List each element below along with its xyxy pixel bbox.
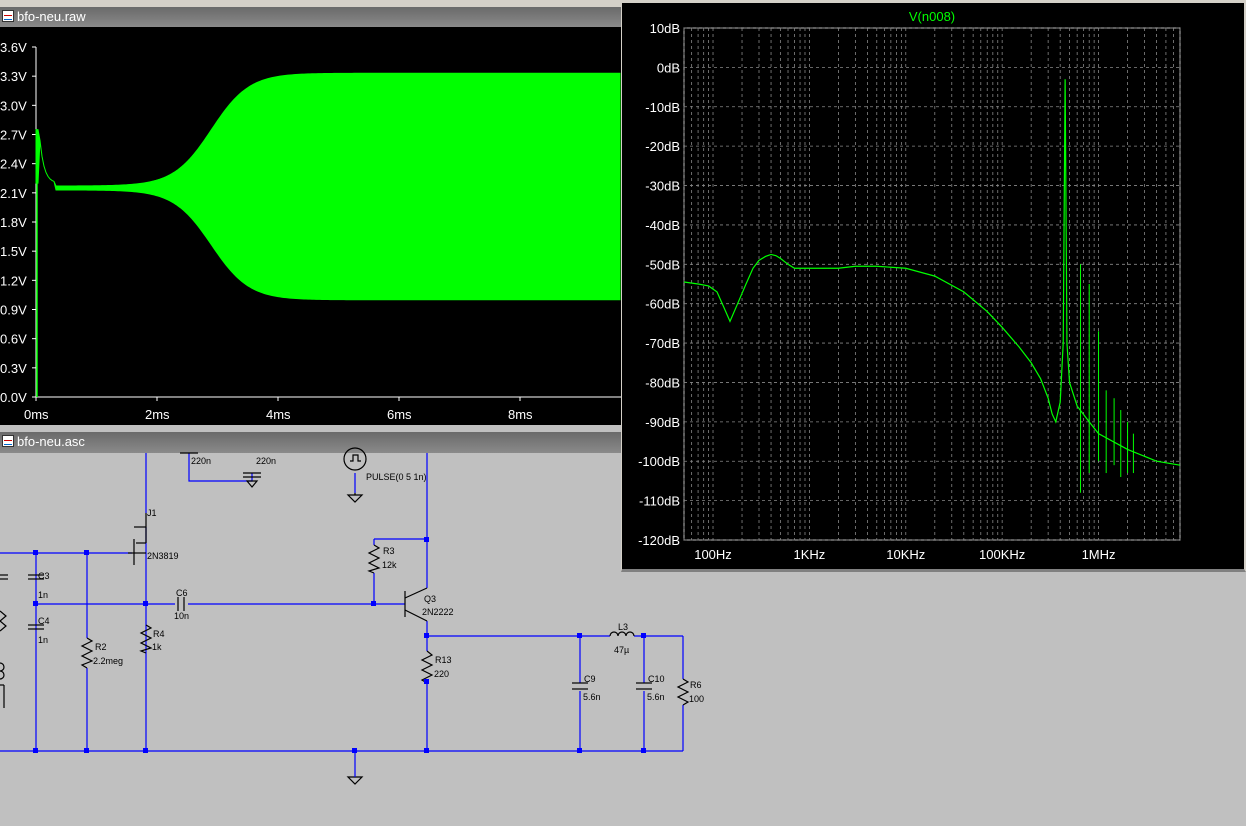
- tran-y-tick: 0.6V: [0, 332, 27, 347]
- schematic-app-icon: [2, 435, 14, 447]
- schematic-junctions: [33, 537, 646, 753]
- ac-y-tick: -10dB: [645, 100, 680, 115]
- ac-x-tick: 1KHz: [793, 547, 825, 562]
- ac-analysis-window[interactable]: V(n008) 10dB 0dB -10dB -20dB -30dB -40dB -50dB -…: [621, 2, 1246, 572]
- ac-y-tick: -100dB: [638, 454, 680, 469]
- c3-value: 1n: [38, 590, 48, 600]
- c4-name: C4: [38, 616, 50, 626]
- c6-value: 10n: [174, 611, 189, 621]
- r4-name: R4: [153, 629, 165, 639]
- j1-model: 2N3819: [147, 551, 179, 561]
- schematic-window-title: bfo-neu.asc: [17, 434, 85, 449]
- ac-series-line: [683, 79, 1181, 466]
- tran-y-tick: 1.2V: [0, 273, 27, 288]
- c4-value: 1n: [38, 635, 48, 645]
- schematic-window[interactable]: bfo-neu.asc: [0, 432, 623, 826]
- ac-y-tick: -40dB: [645, 218, 680, 233]
- c9-name: C9: [584, 674, 596, 684]
- c9-value: 5.6n: [583, 692, 601, 702]
- r6-name: R6: [690, 680, 702, 690]
- schematic-components: [0, 447, 690, 785]
- r13-name: R13: [435, 655, 452, 665]
- r2-value: 2.2meg: [93, 656, 123, 666]
- tran-x-tick: 0ms: [24, 407, 49, 422]
- tran-y-tick: 0.9V: [0, 303, 27, 318]
- cap-label-top2: 220n: [256, 456, 276, 466]
- c10-value: 5.6n: [647, 692, 665, 702]
- ac-y-tick: -60dB: [645, 297, 680, 312]
- ac-grid: [683, 27, 1181, 541]
- raw-waveform-window[interactable]: bfo-neu.raw 3.6V 3.3V 3.0V 2.7V 2.4V 2.1V 1.8V…: [0, 7, 623, 427]
- raw-window-title: bfo-neu.raw: [17, 9, 86, 24]
- tran-y-tick: 2.7V: [0, 128, 27, 143]
- ac-y-tick: -120dB: [638, 533, 680, 548]
- r4-value: 1k: [152, 642, 162, 652]
- r2-name: R2: [95, 642, 107, 652]
- ac-y-tick: -50dB: [645, 257, 680, 272]
- q3-model: 2N2222: [422, 607, 454, 617]
- tran-y-tick: 3.0V: [0, 98, 27, 113]
- q3-name: Q3: [424, 594, 436, 604]
- ac-plot-frame: [683, 27, 1181, 541]
- l3-value: 47µ: [614, 645, 629, 655]
- tran-x-tick: 2ms: [145, 407, 170, 422]
- tran-y-tick: 3.6V: [0, 40, 27, 55]
- r6-value: 100: [689, 694, 704, 704]
- tran-y-tick: 1.5V: [0, 244, 27, 259]
- c10-name: C10: [648, 674, 665, 684]
- ac-y-tick: -30dB: [645, 179, 680, 194]
- schematic-window-titlebar[interactable]: bfo-neu.asc: [0, 432, 623, 453]
- ac-x-tick: 100Hz: [694, 547, 732, 562]
- ac-y-tick: 10dB: [650, 21, 680, 36]
- r3-value: 12k: [382, 560, 397, 570]
- ac-x-tick: 10KHz: [886, 547, 925, 562]
- tran-y-tick: 3.3V: [0, 69, 27, 84]
- ac-y-tick: -80dB: [645, 375, 680, 390]
- waveform-app-icon: [2, 10, 14, 22]
- cap-label-top1: 220n: [191, 456, 211, 466]
- ac-plot: V(n008) 10dB 0dB -10dB -20dB -30dB -40dB -50dB -…: [638, 9, 1181, 562]
- tran-y-tick: 1.8V: [0, 215, 27, 230]
- transient-plot-area[interactable]: 3.6V 3.3V 3.0V 2.7V 2.4V 2.1V 1.8V 1.5V 1.2V 0.9V…: [0, 27, 621, 425]
- ac-y-tick: -20dB: [645, 139, 680, 154]
- schematic-wires: [0, 453, 684, 771]
- r13-value: 220: [434, 669, 449, 679]
- tran-x-tick: 8ms: [508, 407, 533, 422]
- ac-y-tick: -110dB: [639, 494, 680, 509]
- tran-y-tick: 2.4V: [0, 157, 27, 172]
- schematic-canvas[interactable]: 220n 220n PULSE(0 5 1n) J1 2N3819 C3 1n …: [0, 447, 704, 825]
- schematic-labels: 220n 220n PULSE(0 5 1n) J1 2N3819 C3 1n …: [38, 456, 704, 704]
- c3-name: C3: [38, 571, 50, 581]
- ac-y-tick: -70dB: [645, 336, 680, 351]
- pulse-source-label: PULSE(0 5 1n): [366, 472, 427, 482]
- r3-name: R3: [383, 546, 395, 556]
- raw-window-titlebar[interactable]: bfo-neu.raw: [0, 7, 623, 27]
- ac-y-tick: -90dB: [645, 415, 680, 430]
- tran-x-tick: 4ms: [266, 407, 291, 422]
- ac-y-tick: 0dB: [657, 60, 680, 75]
- ac-chart-title: V(n008): [909, 9, 955, 24]
- tran-y-tick: 0.3V: [0, 361, 27, 376]
- tran-x-tick: 6ms: [387, 407, 412, 422]
- transient-plot: 3.6V 3.3V 3.0V 2.7V 2.4V 2.1V 1.8V 1.5V 1.2V 0.9V…: [0, 40, 621, 422]
- tran-trace-envelope: [35, 72, 621, 301]
- ac-x-tick: 1MHz: [1082, 547, 1116, 562]
- tran-y-tick: 2.1V: [0, 186, 27, 201]
- ac-x-tick: 100KHz: [979, 547, 1025, 562]
- c6-name: C6: [176, 588, 188, 598]
- j1-name: J1: [147, 508, 157, 518]
- tran-y-tick: 0.0V: [0, 390, 27, 405]
- l3-name: L3: [618, 622, 628, 632]
